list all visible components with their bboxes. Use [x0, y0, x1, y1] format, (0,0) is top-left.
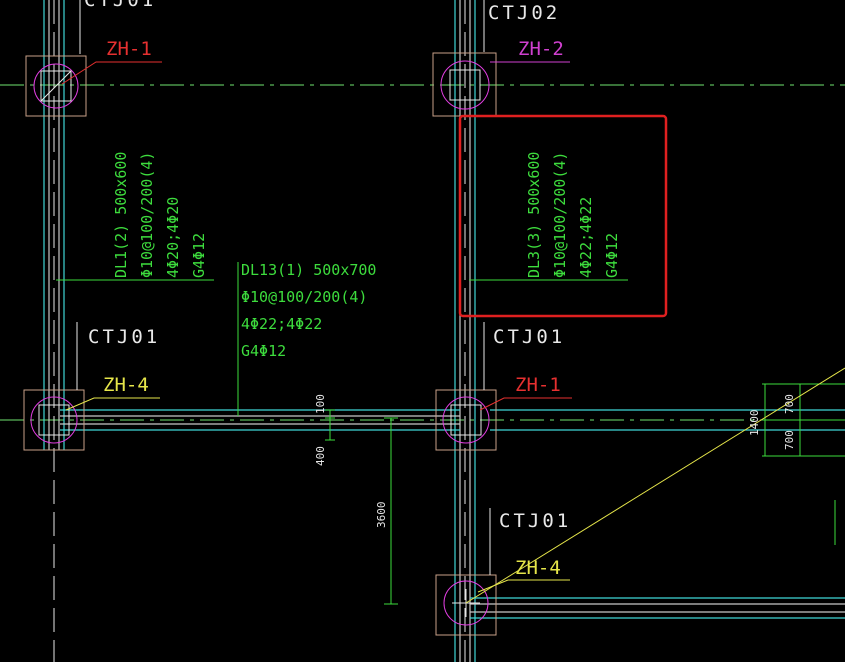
pile-cap-bottom: [435, 574, 497, 636]
pile-cap-top-left: [25, 55, 87, 117]
dl1-line-2: Φ10@100/200(4): [138, 152, 156, 278]
wall-lines: [43, 0, 845, 662]
dl13-line-3: 4Φ22;4Φ22: [241, 315, 322, 333]
pile-label-zh1-mid: ZH-1: [515, 374, 561, 396]
ctj-label-top-mid: CTJ02: [488, 2, 560, 24]
pile-label-zh4-bottom: ZH-4: [515, 557, 561, 579]
stair-diagonal: [465, 367, 845, 604]
dl1-line-1: DL1(2) 500x600: [112, 152, 130, 278]
beam-dl13-annotation: DL13(1) 500x700 Φ10@100/200(4) 4Φ22;4Φ22…: [241, 261, 376, 360]
pile-caps: [23, 52, 497, 636]
pile-cap-mid-mid: [435, 389, 497, 451]
dim-3600: 3600: [375, 502, 388, 529]
pile-leaders: [61, 0, 572, 593]
ctj-label-mid-left: CTJ01: [88, 326, 160, 348]
ctj-label-top-left: CTJ01: [84, 0, 156, 11]
highlight-box: [458, 114, 668, 318]
ctj-label-mid-mid: CTJ01: [493, 326, 565, 348]
pile-label-zh1-top: ZH-1: [106, 38, 152, 60]
pile-label-zh2-top: ZH-2: [518, 38, 564, 60]
dl3-line-3: 4Φ22;4Φ22: [577, 197, 595, 278]
beam-leaders: [56, 262, 628, 416]
dl3-line-2: Φ10@100/200(4): [551, 152, 569, 278]
dim-1400: 1400: [748, 410, 761, 437]
dl13-line-2: Φ10@100/200(4): [241, 288, 367, 306]
dl13-line-4: G4Φ12: [241, 342, 286, 360]
dim-700a: 700: [783, 394, 796, 414]
ctj-label-bottom: CTJ01: [499, 510, 571, 532]
dl3-line-1: DL3(3) 500x600: [525, 152, 543, 278]
dl3-line-4: G4Φ12: [603, 233, 621, 278]
dl1-line-4: G4Φ12: [190, 233, 208, 278]
dim-400: 400: [314, 446, 327, 466]
dim-100: 100: [314, 394, 327, 414]
dl13-line-1: DL13(1) 500x700: [241, 261, 376, 279]
pile-label-zh4-left: ZH-4: [103, 374, 149, 396]
beam-dl1-annotation: DL1(2) 500x600 Φ10@100/200(4) 4Φ20;4Φ20 …: [112, 152, 208, 278]
beam-dl3-annotation: DL3(3) 500x600 Φ10@100/200(4) 4Φ22;4Φ22 …: [525, 152, 621, 278]
pile-cap-mid-left: [23, 389, 85, 451]
dimension-lines: [325, 383, 845, 605]
dim-700b: 700: [783, 430, 796, 450]
dl1-line-3: 4Φ20;4Φ20: [164, 197, 182, 278]
